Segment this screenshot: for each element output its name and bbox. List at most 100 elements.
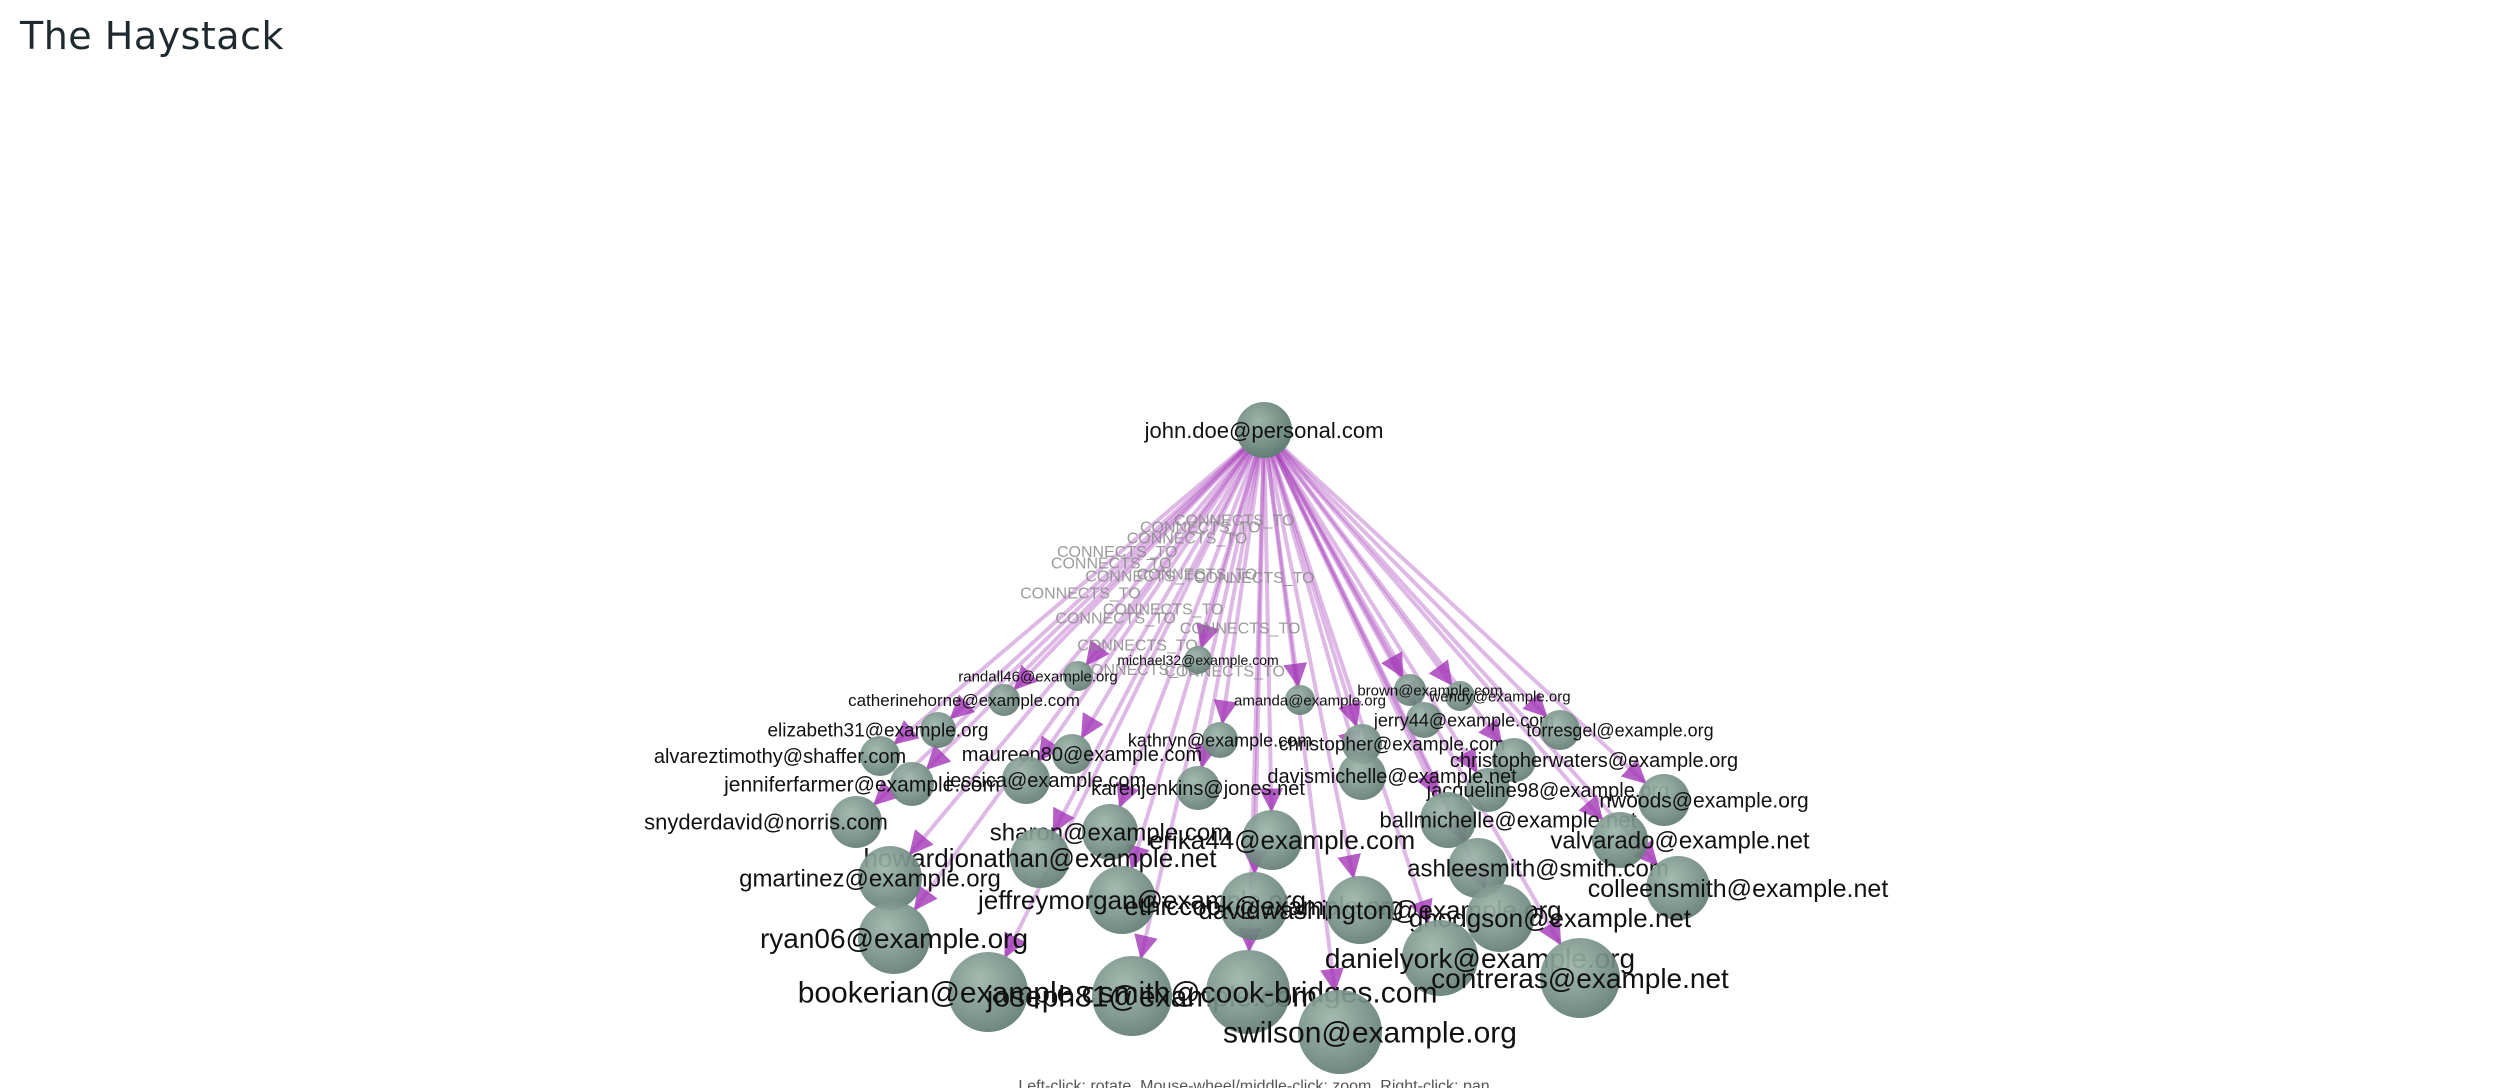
- edge-connects-to: [908, 428, 1266, 856]
- graph-node[interactable]: karenjenkins@jones.net: [1091, 766, 1305, 810]
- graph-node[interactable]: ryan06@example.org: [760, 902, 1028, 974]
- node-sphere[interactable]: [1420, 792, 1476, 848]
- node-sphere[interactable]: [920, 712, 956, 748]
- node-sphere[interactable]: [1052, 734, 1092, 774]
- node-label: nwoods@example.org: [1599, 789, 1808, 812]
- graph-node[interactable]: wendy@example.org: [1428, 681, 1571, 711]
- node-sphere[interactable]: [1202, 722, 1238, 758]
- graph-node[interactable]: jerry44@example.com: [1373, 702, 1554, 738]
- node-sphere[interactable]: [1220, 872, 1288, 940]
- graph-node[interactable]: colleensmith@example.net: [1588, 856, 1889, 920]
- graph-node[interactable]: michael32@example.com: [1117, 646, 1279, 674]
- graph-node[interactable]: snyderdavid@norris.com: [644, 796, 888, 848]
- graph-node[interactable]: davismichelle@example.net: [1267, 752, 1517, 800]
- graph-node[interactable]: christopherwaters@example.org: [1450, 738, 1738, 782]
- graph-node[interactable]: jacqueline98@example.org: [1426, 768, 1670, 812]
- node-sphere[interactable]: [1285, 685, 1315, 715]
- node-sphere[interactable]: [1298, 990, 1382, 1074]
- graph-node[interactable]: alvareztimothy@shaffer.com: [654, 736, 906, 776]
- node-sphere[interactable]: [1540, 938, 1620, 1018]
- node-sphere[interactable]: [1592, 812, 1648, 868]
- node-sphere[interactable]: [1394, 674, 1426, 706]
- node-sphere[interactable]: [890, 762, 934, 806]
- edge-connects-to: [1237, 429, 1266, 953]
- node-sphere[interactable]: [1402, 920, 1478, 996]
- edge-layer: [873, 428, 1659, 993]
- graph-node[interactable]: howardjonathan@example.net: [863, 828, 1217, 888]
- node-sphere[interactable]: [1338, 752, 1386, 800]
- node-sphere[interactable]: [1466, 768, 1510, 812]
- graph-node[interactable]: torresgel@example.org: [1526, 710, 1714, 750]
- node-sphere[interactable]: [858, 902, 930, 974]
- node-sphere[interactable]: [1082, 804, 1138, 860]
- node-sphere[interactable]: [1002, 756, 1050, 804]
- graph-node[interactable]: kathryn@example.com: [1128, 722, 1312, 758]
- node-sphere[interactable]: [1492, 738, 1536, 782]
- node-sphere[interactable]: [1638, 774, 1690, 826]
- graph-node[interactable]: catherinehorne@example.com: [848, 684, 1080, 716]
- graph-node[interactable]: elizabeth31@example.org: [767, 712, 989, 748]
- node-sphere[interactable]: [1342, 724, 1382, 764]
- edge-connects-to: [893, 428, 1266, 745]
- graph-node[interactable]: contreras@example.net: [1431, 938, 1729, 1018]
- node-sphere[interactable]: [830, 796, 882, 848]
- graph-node[interactable]: jessica@example.com: [945, 756, 1146, 804]
- node-layer: michael32@example.comrandall46@example.o…: [644, 402, 1888, 1074]
- root-node-sphere[interactable]: [1236, 402, 1292, 458]
- node-sphere[interactable]: [1176, 766, 1220, 810]
- node-sphere[interactable]: [988, 684, 1020, 716]
- node-sphere[interactable]: [1063, 661, 1093, 691]
- node-sphere[interactable]: [1242, 810, 1302, 870]
- root-node[interactable]: john.doe@personal.com: [1144, 402, 1384, 458]
- edge-label: CONNECTS_TO: [1079, 662, 1200, 679]
- node-sphere[interactable]: [1088, 866, 1156, 934]
- edge-label: CONNECTS_TO: [1055, 611, 1176, 628]
- node-label: howardjonathan@example.net: [863, 843, 1217, 873]
- graph-node[interactable]: brown@example.com: [1357, 674, 1503, 706]
- node-sphere[interactable]: [1646, 856, 1710, 920]
- edge-connects-to: [949, 428, 1266, 720]
- graph-node[interactable]: ashleesmith@smith.com: [1407, 838, 1669, 898]
- graph-node[interactable]: gmartinez@example.org: [739, 846, 1001, 910]
- edge-connects-to: [1262, 429, 1361, 880]
- graph-node[interactable]: smith@cook-bridges.com: [1099, 950, 1438, 1034]
- graph-node[interactable]: ballmichelle@example.net: [1379, 792, 1637, 848]
- node-sphere[interactable]: [1092, 956, 1172, 1036]
- graph-node[interactable]: valvarado@example.net: [1550, 812, 1810, 868]
- node-sphere[interactable]: [1540, 710, 1580, 750]
- edge-label: CONNECTS_TO: [1020, 585, 1141, 602]
- node-sphere[interactable]: [1448, 838, 1508, 898]
- node-sphere[interactable]: [1326, 876, 1394, 944]
- graph-node[interactable]: christopher@example.com: [1279, 724, 1505, 764]
- node-sphere[interactable]: [1445, 681, 1475, 711]
- graph-node[interactable]: amanda@example.org: [1234, 685, 1386, 715]
- node-sphere[interactable]: [858, 846, 922, 910]
- edge-label: CONNECTS_TO: [1194, 570, 1315, 587]
- node-label: swilson@example.org: [1223, 1017, 1517, 1050]
- node-sphere[interactable]: [948, 952, 1028, 1032]
- graph-node[interactable]: nwoods@example.org: [1599, 774, 1809, 826]
- edge-connects-to: [1262, 429, 1467, 844]
- edge-label: CONNECTS_TO: [1077, 638, 1198, 655]
- edge-label: CONNECTS_TO: [1127, 531, 1248, 548]
- node-sphere[interactable]: [1184, 646, 1212, 674]
- node-sphere[interactable]: [1406, 702, 1442, 738]
- node-label: elizabeth31@example.org: [767, 721, 988, 742]
- graph-node[interactable]: erika44@example.com: [1149, 810, 1415, 870]
- graph-node[interactable]: randall46@example.org: [958, 661, 1118, 691]
- graph-node[interactable]: swilson@example.org: [1223, 990, 1517, 1074]
- graph-node[interactable]: ghodgson@example.net: [1409, 884, 1692, 952]
- node-sphere[interactable]: [1010, 828, 1070, 888]
- node-label: maureen80@example.com: [962, 744, 1202, 766]
- node-sphere[interactable]: [1206, 950, 1290, 1034]
- edge-connects-to: [1262, 429, 1362, 756]
- edge-label: CONNECTS_TO: [1051, 556, 1172, 573]
- edge-label: CONNECTS_TO: [1057, 544, 1178, 561]
- graph-node[interactable]: jenniferfarmer@example.com: [723, 762, 1000, 806]
- node-sphere[interactable]: [860, 736, 900, 776]
- node-label: colleensmith@example.net: [1588, 875, 1889, 903]
- edge-connects-to: [1085, 428, 1266, 666]
- graph-node[interactable]: bookerian@example.com: [798, 952, 1139, 1032]
- node-sphere[interactable]: [1466, 884, 1534, 952]
